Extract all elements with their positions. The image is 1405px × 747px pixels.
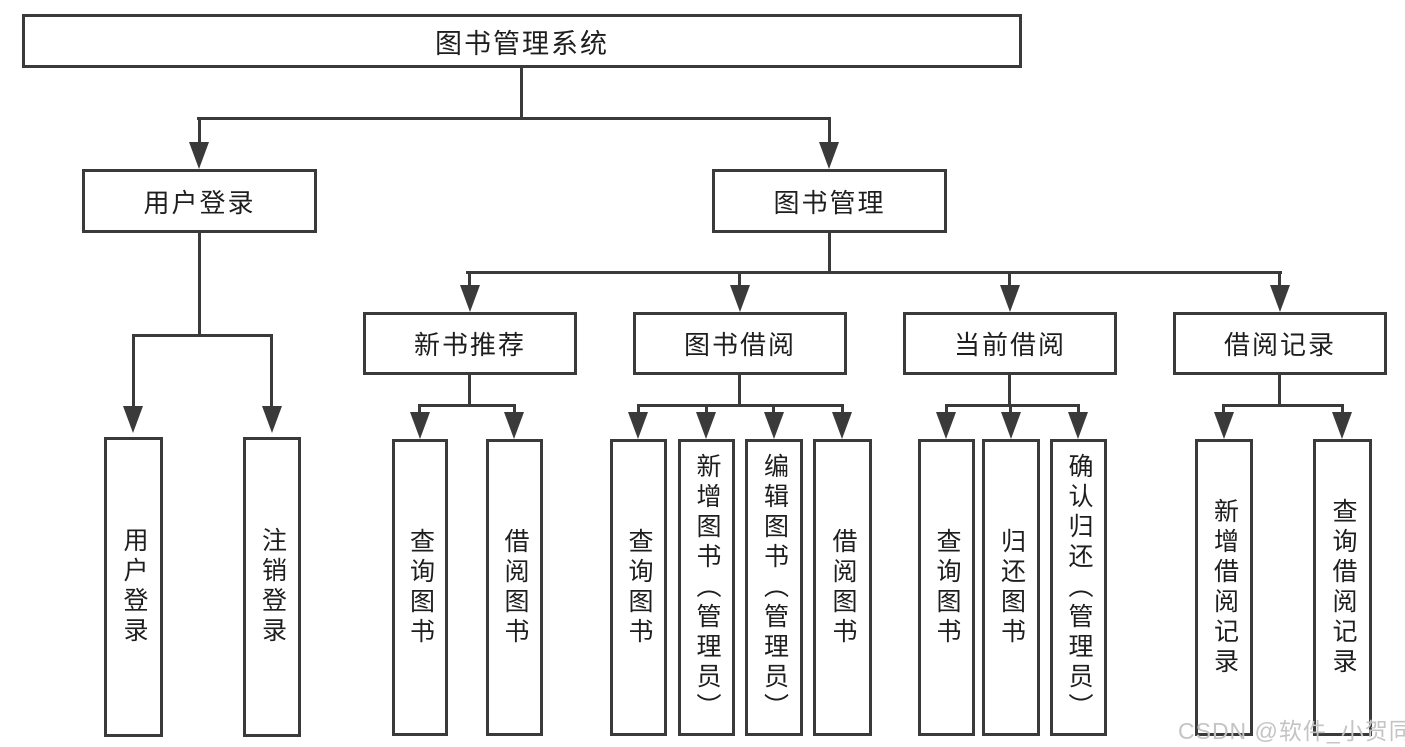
- connector-stub: [468, 271, 471, 288]
- connector-userlogin-horizontal: [132, 334, 273, 337]
- arrowhead-down-icon: [189, 142, 209, 169]
- leaf-label: 新增借阅记录: [1210, 497, 1239, 678]
- leaf-confirm-return-admin: 确认归还（管理员）: [1050, 439, 1107, 736]
- connector-stub: [841, 404, 844, 414]
- leaf-query-books: 查询图书: [610, 439, 667, 736]
- connector-stub: [772, 404, 775, 414]
- node-label: 用户登录: [143, 187, 256, 218]
- connector-userlogin-vertical: [198, 233, 201, 337]
- leaf-query-books: 查询图书: [918, 439, 975, 736]
- csdn-watermark: CSDN @软件_小贺同学: [1178, 718, 1405, 744]
- leaf-borrow-books: 借阅图书: [486, 439, 543, 736]
- leaf-label: 借阅图书: [501, 527, 529, 648]
- arrowhead-down-icon: [123, 406, 143, 433]
- leaf-edit-book-admin: 编辑图书（管理员）: [745, 439, 803, 736]
- arrowhead-down-icon: [1068, 412, 1088, 439]
- leaf-label: 查询图书: [406, 527, 435, 648]
- connector-stub: [705, 404, 708, 414]
- arrowhead-down-icon: [819, 142, 839, 169]
- node-label: 借阅记录: [1223, 330, 1336, 360]
- arrowhead-down-icon: [764, 412, 784, 439]
- leaf-add-book-admin: 新增图书（管理员）: [678, 439, 735, 736]
- arrowhead-down-icon: [628, 412, 648, 439]
- node-current-borrow: 当前借阅: [903, 312, 1117, 375]
- arrowhead-down-icon: [410, 412, 430, 439]
- node-new-book-recommend: 新书推荐: [363, 312, 577, 375]
- connector-bookborrow-horizontal: [637, 404, 844, 407]
- leaf-label: 借阅图书: [829, 527, 857, 648]
- node-borrow-record: 借阅记录: [1173, 312, 1387, 375]
- node-book-borrow: 图书借阅: [633, 312, 847, 375]
- leaf-label: 查询图书: [933, 527, 961, 648]
- leaf-label: 注销登录: [258, 527, 287, 647]
- connector-stub: [1222, 404, 1225, 414]
- connector-stub: [1278, 271, 1281, 288]
- node-label: 新书推荐: [413, 330, 526, 360]
- arrowhead-down-icon: [1270, 285, 1290, 312]
- arrowhead-down-icon: [936, 412, 956, 439]
- connector-stub: [637, 404, 640, 414]
- connector-borrowrecord-vertical: [1278, 375, 1281, 406]
- leaf-borrow-books: 借阅图书: [813, 439, 872, 736]
- connector-stub: [1341, 404, 1344, 414]
- connector-stub-user-login: [198, 117, 201, 145]
- connector-stub-book-management: [828, 117, 831, 145]
- connector-root-vertical: [520, 66, 523, 119]
- connector-stub: [418, 404, 421, 414]
- arrowhead-down-icon: [262, 406, 282, 433]
- node-label: 图书管理: [773, 187, 886, 218]
- leaf-label: 查询图书: [625, 527, 653, 648]
- leaf-return-book: 归还图书: [982, 439, 1040, 736]
- leaf-label: 查询借阅记录: [1329, 497, 1357, 678]
- leaf-logout: 注销登录: [243, 437, 301, 737]
- connector-newbook-vertical: [468, 375, 471, 406]
- connector-newbook-horizontal: [418, 404, 516, 407]
- arrowhead-down-icon: [1214, 412, 1234, 439]
- leaf-query-borrow-record: 查询借阅记录: [1313, 439, 1372, 736]
- connector-bookmgmt-horizontal: [466, 271, 1282, 274]
- node-label: 图书管理系统: [435, 28, 609, 59]
- arrowhead-down-icon: [1332, 412, 1352, 439]
- connector-stub: [945, 404, 948, 414]
- arrowhead-down-icon: [460, 285, 480, 312]
- leaf-label: 确认归还（管理员）: [1065, 452, 1093, 723]
- leaf-add-borrow-record: 新增借阅记录: [1195, 439, 1253, 736]
- arrowhead-down-icon: [696, 412, 716, 439]
- node-user-login-branch: 用户登录: [82, 169, 317, 233]
- connector-stub: [1077, 404, 1080, 414]
- node-label: 图书借阅: [683, 330, 796, 360]
- node-book-management-branch: 图书管理: [712, 169, 947, 233]
- arrowhead-down-icon: [832, 412, 852, 439]
- connector-currentborrow-vertical: [1008, 375, 1011, 406]
- leaf-label: 用户登录: [120, 527, 148, 647]
- connector-borrowrecord-horizontal: [1223, 404, 1344, 407]
- connector-stub: [270, 334, 273, 408]
- connector-stub: [132, 334, 135, 408]
- connector-bookborrow-vertical: [738, 375, 741, 406]
- connector-stub: [1008, 271, 1011, 288]
- arrowhead-down-icon: [730, 285, 750, 312]
- connector-stub: [738, 271, 741, 288]
- leaf-label: 编辑图书（管理员）: [760, 452, 789, 723]
- leaf-label: 归还图书: [997, 527, 1026, 648]
- connector-root-horizontal: [197, 117, 830, 120]
- connector-stub: [1009, 404, 1012, 414]
- arrowhead-down-icon: [504, 412, 524, 439]
- leaf-label: 新增图书（管理员）: [693, 452, 721, 723]
- node-root-library-system: 图书管理系统: [22, 14, 1022, 68]
- connector-stub: [513, 404, 516, 414]
- node-label: 当前借阅: [953, 330, 1066, 360]
- arrowhead-down-icon: [1001, 412, 1021, 439]
- arrowhead-down-icon: [1000, 285, 1020, 312]
- connector-currentborrow-horizontal: [945, 404, 1080, 407]
- leaf-query-books: 查询图书: [392, 439, 448, 736]
- leaf-user-login: 用户登录: [104, 437, 163, 737]
- connector-bookmgmt-vertical: [828, 233, 831, 273]
